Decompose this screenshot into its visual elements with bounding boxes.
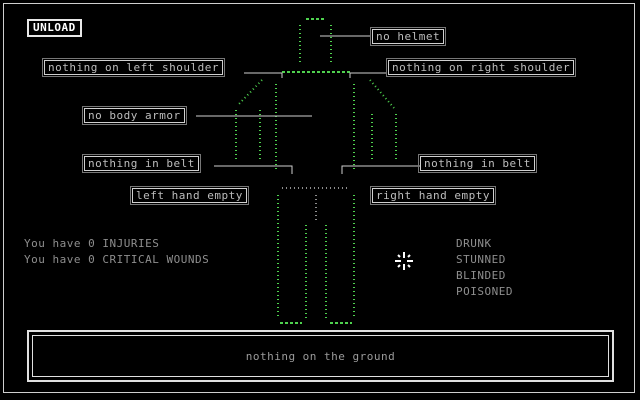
- status-poisoned: POISONED: [456, 285, 513, 298]
- screen-frame: [3, 3, 635, 393]
- status-drunk: DRUNK: [456, 237, 492, 250]
- unload-button[interactable]: UNLOAD: [27, 19, 82, 37]
- ground-panel[interactable]: nothing on the ground: [27, 330, 614, 382]
- injuries-text: You have 0 INJURIES: [24, 237, 160, 250]
- right-belt-slot[interactable]: nothing in belt: [418, 154, 537, 173]
- right-shoulder-slot[interactable]: nothing on right shoulder: [385, 58, 577, 77]
- status-stunned: STUNNED: [456, 253, 506, 266]
- critical-wounds-text: You have 0 CRITICAL WOUNDS: [24, 253, 210, 266]
- left-belt-slot[interactable]: nothing in belt: [82, 154, 201, 173]
- left-shoulder-slot[interactable]: nothing on left shoulder: [42, 58, 225, 77]
- ground-text: nothing on the ground: [245, 349, 396, 363]
- right-hand-slot[interactable]: right hand empty: [370, 186, 496, 205]
- head-slot[interactable]: no helmet: [369, 27, 447, 46]
- body-armor-slot[interactable]: no body armor: [82, 106, 187, 125]
- ground-panel-inner: nothing on the ground: [32, 335, 609, 377]
- crosshair-cursor-icon: [395, 252, 413, 270]
- left-hand-slot[interactable]: left hand empty: [130, 186, 249, 205]
- status-blinded: BLINDED: [456, 269, 506, 282]
